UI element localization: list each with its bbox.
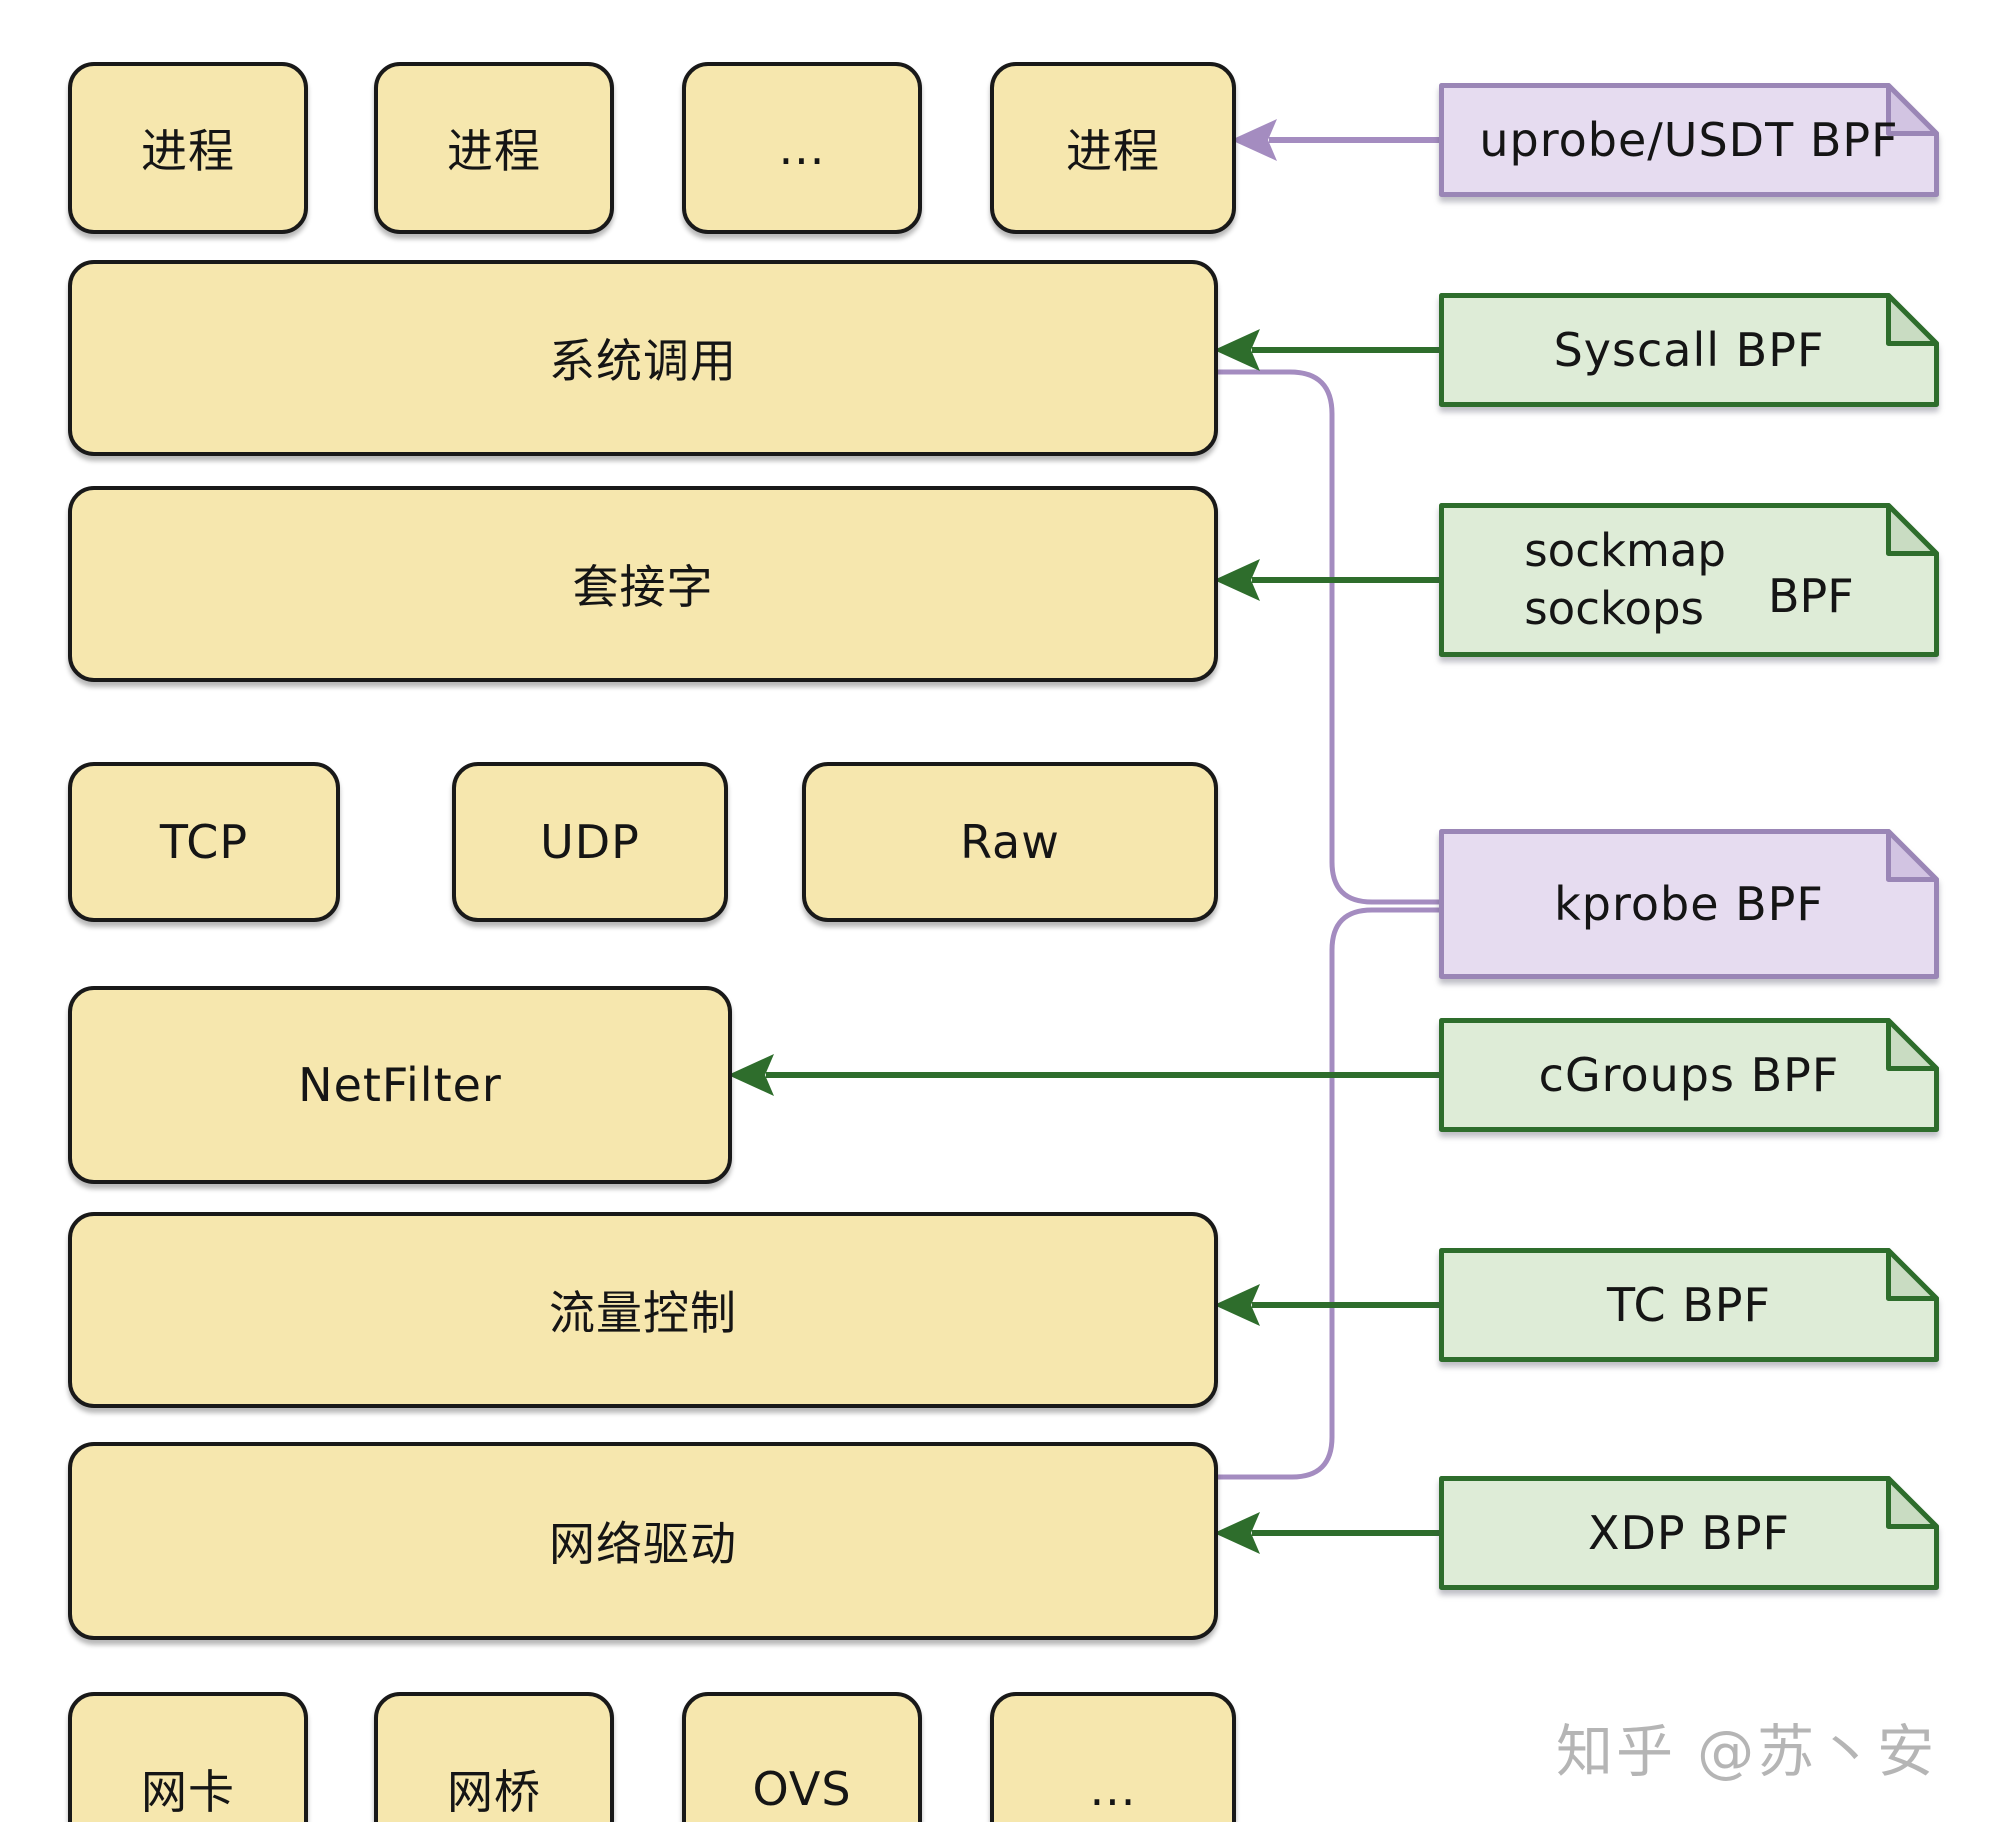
bridge-box: 网桥 xyxy=(374,1692,614,1822)
udp-box-label: UDP xyxy=(540,815,640,869)
watermark: 知乎 @苏丶安 xyxy=(1556,1719,1938,1785)
uprobe-usdt-bpf-note: uprobe/USDT BPF xyxy=(1439,83,1939,197)
sockmap-sockops-bpf-label: sockmap sockops BPF xyxy=(1439,503,1939,657)
tcp-box-label: TCP xyxy=(159,815,249,869)
kprobe-bpf-note: kprobe BPF xyxy=(1439,829,1939,979)
xdp-bpf-label: XDP BPF xyxy=(1587,1506,1791,1560)
kprobe-connector-lower xyxy=(1210,907,1448,1480)
note-shape-icon xyxy=(1439,83,1939,197)
note-shape-icon xyxy=(1439,293,1939,407)
traffic-control-box: 流量控制 xyxy=(68,1212,1218,1408)
ellipsis-box-bottom-label: ... xyxy=(1089,1761,1137,1816)
netfilter-box: NetFilter xyxy=(68,986,732,1184)
cgroups-arrow xyxy=(728,1054,1443,1096)
netfilter-box-label: NetFilter xyxy=(298,1058,502,1112)
note-shape-icon xyxy=(1439,1018,1939,1132)
kprobe-connector-upper xyxy=(1210,369,1448,905)
uprobe-arrow xyxy=(1231,119,1443,161)
process-box-3: 进程 xyxy=(990,62,1236,234)
process-box-2: 进程 xyxy=(374,62,614,234)
ellipsis-box-top: ... xyxy=(682,62,922,234)
cgroups-bpf-label: cGroups BPF xyxy=(1538,1048,1840,1102)
kprobe-bpf-label: kprobe BPF xyxy=(1554,877,1824,931)
sockmap-arrow xyxy=(1214,559,1443,601)
cgroups-bpf-note: cGroups BPF xyxy=(1439,1018,1939,1132)
uprobe-usdt-bpf-label: uprobe/USDT BPF xyxy=(1479,113,1899,167)
syscall-arrow xyxy=(1214,329,1443,371)
process-box-1-label: 进程 xyxy=(141,124,235,178)
tc-arrow xyxy=(1214,1284,1443,1326)
xdp-bpf-note: XDP BPF xyxy=(1439,1476,1939,1590)
syscall-bpf-label: Syscall BPF xyxy=(1553,323,1825,377)
sockmap-bpf-suffix: BPF xyxy=(1768,569,1854,623)
network-driver-box-label: 网络驱动 xyxy=(549,1517,737,1571)
ovs-box: OVS xyxy=(682,1692,922,1822)
syscall-bpf-note: Syscall BPF xyxy=(1439,293,1939,407)
process-box-2-label: 进程 xyxy=(447,124,541,178)
raw-box: Raw xyxy=(802,762,1218,922)
nic-box: 网卡 xyxy=(68,1692,308,1822)
note-shape-icon xyxy=(1439,503,1939,657)
socket-box: 套接字 xyxy=(68,486,1218,682)
process-box-1: 进程 xyxy=(68,62,308,234)
nic-box-label: 网卡 xyxy=(141,1764,235,1819)
sockmap-lines: sockmap sockops xyxy=(1524,522,1726,637)
udp-box: UDP xyxy=(452,762,728,922)
syscall-box-label: 系统调用 xyxy=(549,334,737,388)
sockmap-sockops-bpf-note: sockmap sockops BPF xyxy=(1439,503,1939,657)
socket-box-label: 套接字 xyxy=(572,560,714,614)
note-shape-icon xyxy=(1439,829,1939,979)
ellipsis-box-top-label: ... xyxy=(778,121,826,175)
tc-bpf-label: TC BPF xyxy=(1607,1278,1771,1332)
tc-bpf-note: TC BPF xyxy=(1439,1248,1939,1362)
raw-box-label: Raw xyxy=(960,815,1060,869)
note-shape-icon xyxy=(1439,1476,1939,1590)
ellipsis-box-bottom: ... xyxy=(990,1692,1236,1822)
traffic-control-box-label: 流量控制 xyxy=(549,1286,737,1340)
syscall-box: 系统调用 xyxy=(68,260,1218,456)
tcp-box: TCP xyxy=(68,762,340,922)
xdp-arrow xyxy=(1214,1512,1443,1554)
bridge-box-label: 网桥 xyxy=(447,1764,541,1819)
note-shape-icon xyxy=(1439,1248,1939,1362)
network-driver-box: 网络驱动 xyxy=(68,1442,1218,1640)
ovs-box-label: OVS xyxy=(752,1761,852,1816)
process-box-3-label: 进程 xyxy=(1066,124,1160,178)
sockmap-line-1: sockmap xyxy=(1524,524,1726,578)
sockmap-line-2: sockops xyxy=(1524,582,1704,635)
